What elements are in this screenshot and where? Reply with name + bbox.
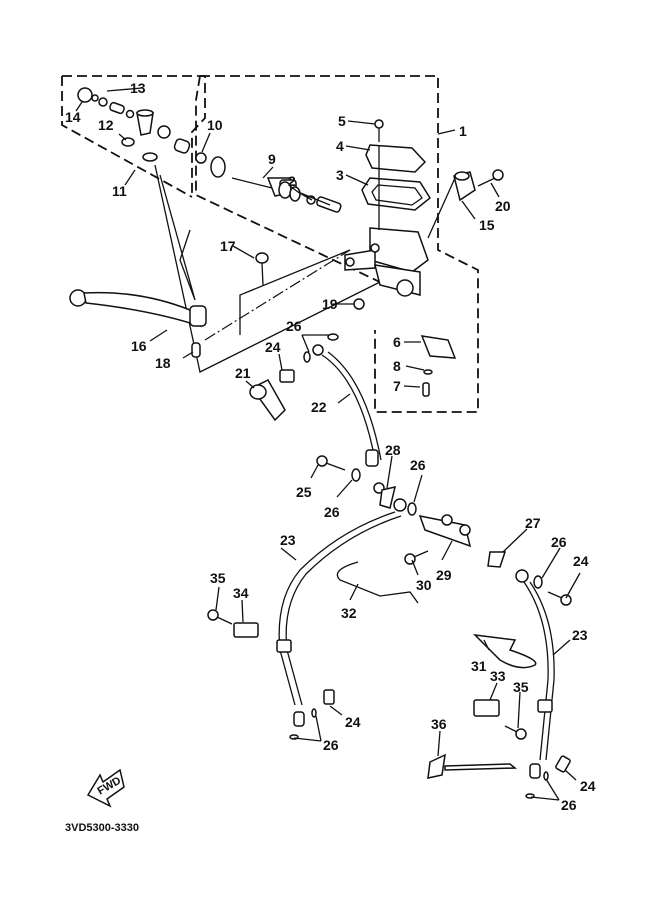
part-22-brake-hose: [312, 344, 385, 494]
part-3-diaphragm: [361, 177, 431, 211]
part-26-washers-lower-left: [289, 708, 317, 740]
part-23-brake-hose-right: [515, 569, 555, 779]
part-10-nut: [195, 152, 207, 164]
callout-23-right: 23: [572, 627, 588, 643]
callout-29: 29: [436, 567, 452, 583]
part-35-bolt-right: [504, 725, 527, 740]
part-15-bracket: [427, 171, 476, 239]
part-34-clamp: [233, 622, 259, 638]
callout-8: 8: [393, 358, 401, 374]
part-18-collar: [191, 342, 201, 358]
callout-33: 33: [490, 668, 506, 684]
part-23-brake-hose-left: [276, 498, 407, 727]
part-24-bolt-upper: [279, 369, 295, 383]
callout-20: 20: [495, 198, 511, 214]
part-21-cover: [249, 379, 286, 422]
assembly-boundary-master-cylinder: [195, 75, 479, 413]
callout-24-lower-right: 24: [580, 778, 596, 794]
callout-labels: 1 2 3 4 5 6 7 8 9 10 11 12 13 14 15 16 1…: [65, 80, 596, 813]
part-31-guide: [472, 633, 537, 669]
callout-10: 10: [207, 117, 223, 133]
callout-3: 3: [336, 167, 344, 183]
part-26-washers-upper: [303, 333, 339, 363]
part-16-lever: [69, 289, 207, 328]
part-washer-disc: [210, 156, 226, 178]
part-8-small-screw: [423, 369, 433, 375]
callout-31: 31: [471, 658, 487, 674]
callout-28: 28: [385, 442, 401, 458]
part-master-cylinder-body: [344, 227, 429, 297]
part-29-junction: [418, 514, 472, 548]
callout-23-left: 23: [280, 532, 296, 548]
part-13-spring-set: [91, 94, 135, 119]
callout-13: 13: [130, 80, 146, 96]
part-20-bolt: [477, 169, 504, 187]
part-4-cap: [365, 144, 427, 173]
callout-7: 7: [393, 378, 401, 394]
callout-34: 34: [233, 585, 249, 601]
drawing-code: 3VD5300-3330: [65, 822, 139, 834]
callout-26-upper: 26: [286, 318, 302, 334]
part-25-bolt: [316, 455, 346, 471]
forward-direction-arrow-icon: FWD: [86, 768, 125, 808]
part-36-bracket: [427, 753, 518, 779]
callout-21: 21: [235, 365, 251, 381]
callout-26-mid: 26: [324, 504, 340, 520]
part-24-bolt-right-upper: [547, 591, 572, 606]
callout-26-lower-left: 26: [323, 737, 339, 753]
callout-15: 15: [479, 217, 495, 233]
callout-26-lower-right: 26: [561, 797, 577, 813]
callout-27: 27: [525, 515, 541, 531]
part-27-clip: [487, 551, 507, 568]
callout-26-right-upper: 26: [551, 534, 567, 550]
callout-24-upper: 24: [265, 339, 281, 355]
part-24-bolt-lower-left: [323, 689, 335, 705]
part-5-screw: [374, 119, 384, 230]
part-30-bolt: [404, 550, 429, 565]
callout-36: 36: [431, 716, 447, 732]
part-24-bolt-lower-right: [555, 755, 571, 773]
callout-19: 19: [322, 296, 338, 312]
part-35-bolt-left: [207, 609, 233, 625]
callout-26-right: 26: [410, 457, 426, 473]
callout-18: 18: [155, 355, 171, 371]
part-6-switch: [420, 335, 457, 359]
part-washer-spring: [157, 125, 191, 154]
assembly-boundary-lever-kit: [61, 75, 206, 198]
callout-14: 14: [65, 109, 81, 125]
callout-9: 9: [268, 151, 276, 167]
part-7-screw: [422, 382, 430, 397]
part-14-cap: [77, 87, 93, 103]
callout-24-right-upper: 24: [573, 553, 589, 569]
part-12-pivot: [121, 109, 158, 162]
part-33-clamp: [473, 699, 500, 717]
callout-35-right: 35: [513, 679, 529, 695]
callout-5: 5: [338, 113, 346, 129]
part-26-washer-mid: [351, 468, 361, 482]
callout-12: 12: [98, 117, 114, 133]
callout-35-left: 35: [210, 570, 226, 586]
callout-6: 6: [393, 334, 401, 350]
callout-1: 1: [459, 123, 467, 139]
callout-24-lower-left: 24: [345, 714, 361, 730]
callout-16: 16: [131, 338, 147, 354]
callout-11: 11: [112, 183, 127, 199]
callout-25: 25: [296, 484, 312, 500]
callout-30: 30: [416, 577, 432, 593]
assembly-boundary-lever: [154, 164, 381, 373]
part-17-bolt: [255, 252, 269, 286]
callout-17: 17: [220, 238, 236, 254]
callout-22: 22: [311, 399, 327, 415]
callout-32: 32: [341, 605, 357, 621]
part-19-nut: [353, 298, 365, 310]
leader-lines: [75, 87, 581, 801]
callout-2: 2: [288, 173, 296, 189]
part-26-washer-right: [407, 502, 417, 516]
part-26-washer-right-upper: [533, 575, 543, 589]
callout-4: 4: [336, 138, 344, 154]
part-28-bracket: [379, 485, 397, 509]
part-32-guide: [336, 561, 419, 604]
